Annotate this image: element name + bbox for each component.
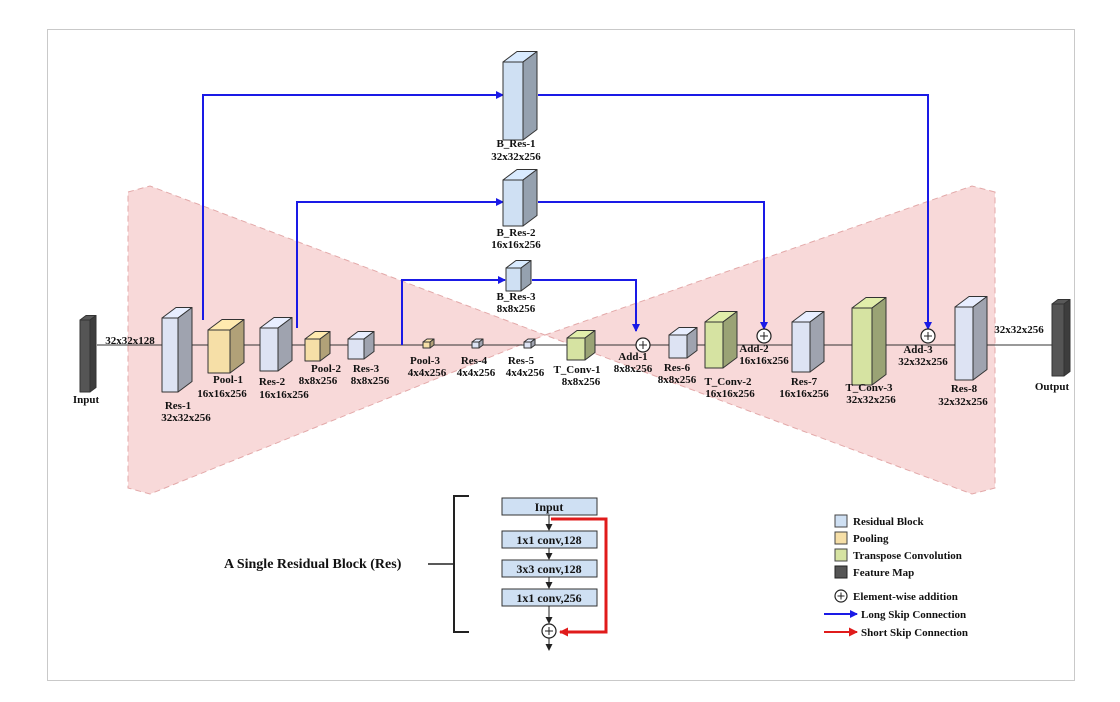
label-add2-dim: 16x16x256 — [739, 355, 789, 367]
legend-feature-swatch — [834, 565, 848, 579]
label-res6-dim: 8x8x256 — [658, 374, 697, 386]
label-tconv3-dim: 32x32x256 — [846, 394, 896, 406]
label-tconv1: T_Conv-1 — [553, 364, 600, 376]
b-res-3-block — [505, 260, 532, 292]
label-res4-dim: 4x4x256 — [457, 367, 496, 379]
label-bres1-dim: 32x32x256 — [491, 151, 541, 163]
residual-block-title: A Single Residual Block (Res) — [224, 557, 402, 572]
res-7-block — [791, 311, 825, 373]
label-res7: Res-7 — [791, 376, 818, 388]
output-feature-map — [1051, 299, 1071, 377]
label-pool3: Pool-3 — [410, 355, 440, 367]
label-tconv3: T_Conv-3 — [845, 382, 893, 394]
residual-block-detail: A Single Residual Block (Res) Input 1x1 … — [224, 495, 608, 651]
label-bres3-dim: 8x8x256 — [497, 303, 536, 315]
legend-feature-label: Feature Map — [853, 567, 914, 579]
label-pool1: Pool-1 — [213, 374, 243, 386]
pool-2-block — [304, 331, 331, 362]
label-res4: Res-4 — [461, 355, 488, 367]
t-conv-1-block — [566, 330, 596, 361]
label-bres1: B_Res-1 — [496, 138, 535, 150]
label-res6: Res-6 — [664, 362, 691, 374]
legend-addition-label: Element-wise addition — [853, 591, 958, 603]
label-tconv2-dim: 16x16x256 — [705, 388, 755, 400]
label-pool2: Pool-2 — [311, 363, 341, 375]
label-res8-dim: 32x32x256 — [938, 396, 988, 408]
label-res8: Res-8 — [951, 383, 978, 395]
label-res1: Res-1 — [165, 400, 191, 412]
add-3-circle — [920, 328, 936, 344]
legend-residual-label: Residual Block — [853, 516, 924, 528]
label-input-dim: 32x32x128 — [105, 335, 155, 347]
rb-input-label: Input — [535, 500, 564, 514]
label-res7-dim: 16x16x256 — [779, 388, 829, 400]
legend: Residual Block Pooling Transpose Convolu… — [824, 514, 968, 639]
label-pool2-dim: 8x8x256 — [299, 375, 338, 387]
res-3-block — [347, 331, 375, 360]
label-add1: Add-1 — [618, 351, 647, 363]
label-bres2-dim: 16x16x256 — [491, 239, 541, 251]
label-pool1-dim: 16x16x256 — [197, 388, 247, 400]
label-res1-dim: 32x32x256 — [161, 412, 211, 424]
rb-short-skip — [551, 517, 608, 637]
label-bres3: B_Res-3 — [496, 291, 536, 303]
res-8-block — [954, 296, 988, 381]
label-tconv2: T_Conv-2 — [704, 376, 752, 388]
rb-conv2-label: 3x3 conv,128 — [516, 562, 581, 576]
blocks — [79, 51, 1071, 393]
label-res2-dim: 16x16x256 — [259, 389, 309, 401]
b-res-2-block — [502, 169, 538, 227]
legend-long-skip-label: Long Skip Connection — [861, 609, 966, 621]
t-conv-2-block — [704, 311, 738, 369]
legend-pooling-label: Pooling — [853, 533, 889, 545]
b-res-1-block — [502, 51, 538, 141]
label-res3: Res-3 — [353, 363, 380, 375]
label-add1-dim: 8x8x256 — [614, 363, 653, 375]
label-add2: Add-2 — [739, 343, 769, 355]
legend-short-skip-label: Short Skip Connection — [861, 627, 968, 639]
legend-transpose-label: Transpose Convolution — [853, 550, 962, 562]
label-res2: Res-2 — [259, 376, 286, 388]
label-output: Output — [1035, 381, 1070, 393]
input-feature-map — [79, 315, 97, 393]
add-1-circle — [635, 337, 651, 353]
label-res5-dim: 4x4x256 — [506, 367, 545, 379]
legend-residual-swatch — [834, 514, 848, 528]
rb-conv3-label: 1x1 conv,256 — [516, 591, 581, 605]
label-add3: Add-3 — [903, 344, 933, 356]
label-bres2: B_Res-2 — [496, 227, 536, 239]
add-2-circle — [756, 328, 772, 344]
label-tconv1-dim: 8x8x256 — [562, 376, 601, 388]
rb-add-circle — [541, 623, 557, 639]
label-add3-dim: 32x32x256 — [898, 356, 948, 368]
pool-1-block — [207, 319, 245, 374]
long-skip-connections — [202, 91, 932, 345]
res-4-block — [471, 338, 484, 349]
rb-conv1-label: 1x1 conv,128 — [516, 533, 581, 547]
label-res5: Res-5 — [508, 355, 535, 367]
res-1-block — [161, 307, 193, 393]
label-output-dim: 32x32x256 — [994, 324, 1044, 336]
legend-addition-icon — [834, 589, 848, 603]
res-2-block — [259, 317, 293, 372]
legend-transpose-swatch — [834, 548, 848, 562]
t-conv-3-block — [851, 297, 887, 386]
res-6-block — [668, 327, 698, 359]
legend-pooling-swatch — [834, 531, 848, 545]
label-pool3-dim: 4x4x256 — [408, 367, 447, 379]
pool-3-block — [422, 338, 435, 349]
label-res3-dim: 8x8x256 — [351, 375, 390, 387]
res-5-block — [523, 338, 536, 349]
label-input: Input — [73, 394, 100, 406]
